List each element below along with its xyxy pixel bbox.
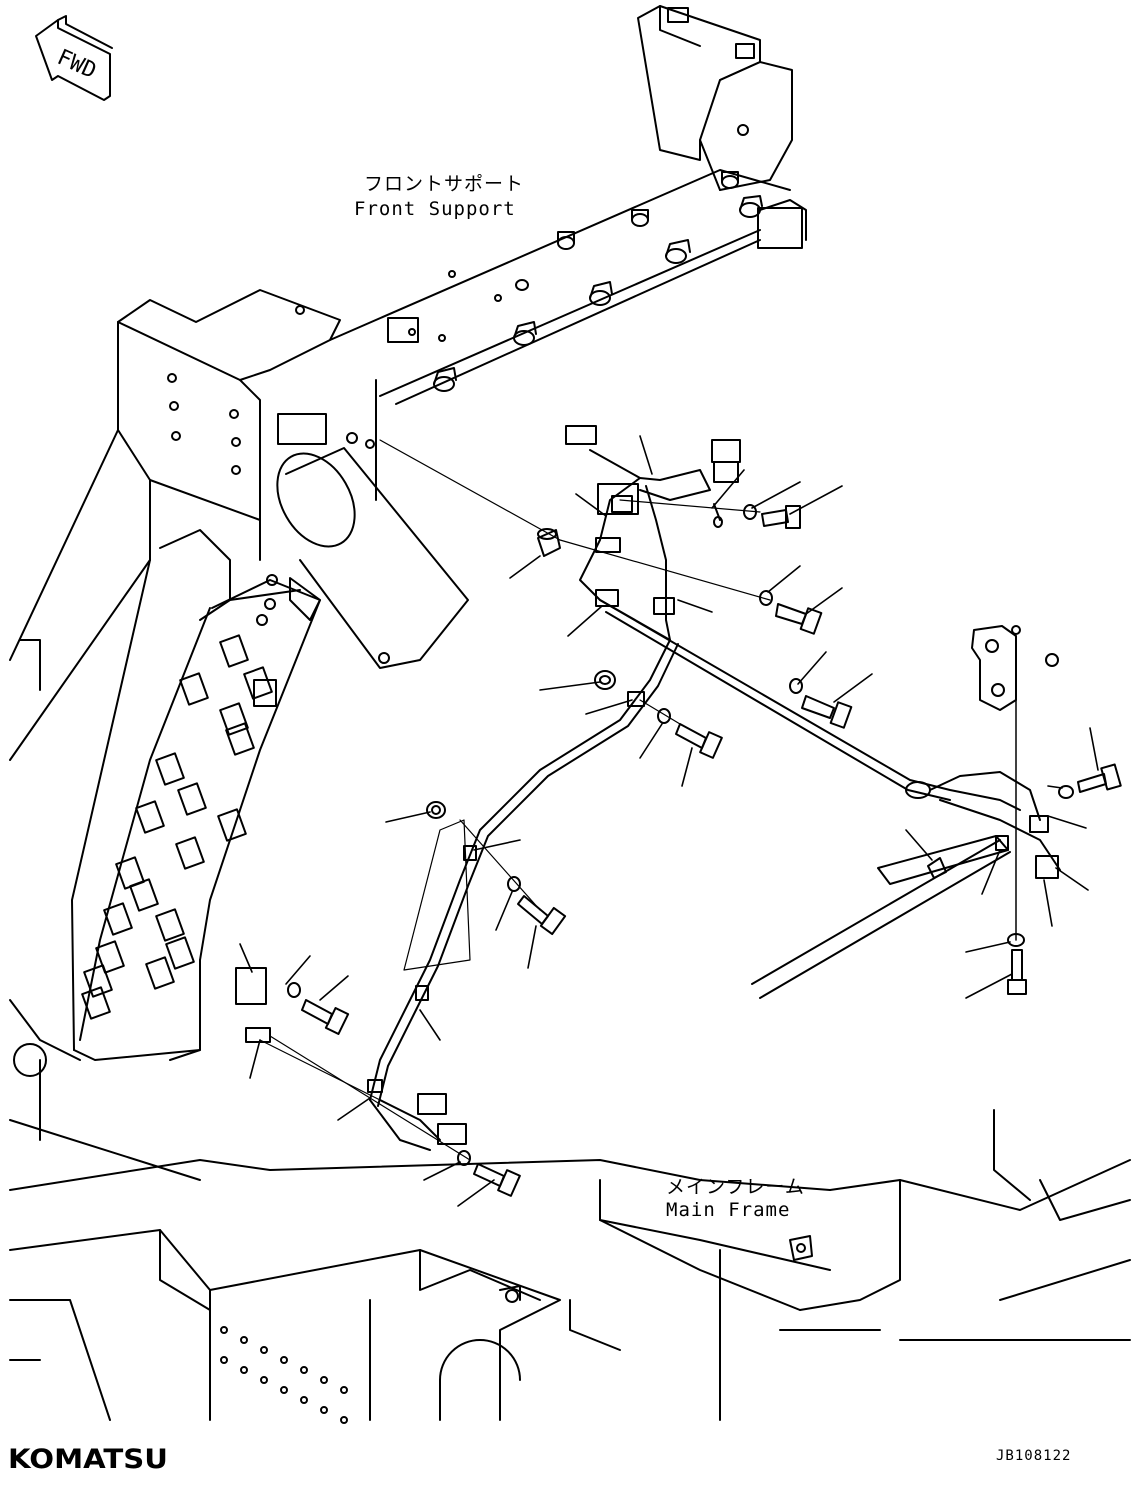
front-support-beam [117,169,791,561]
washers [287,504,1074,1166]
main-frame [9,1109,1131,1424]
front-support-bracket [637,5,807,249]
assembly-lines [259,439,771,1161]
connectors [417,425,741,1145]
fwd-arrow-icon: FWD [35,15,113,101]
spacers-nuts [426,528,1059,941]
left-column [9,429,321,1181]
beam-bosses [277,171,763,445]
cylinder [276,432,469,669]
leader-lines [239,435,1099,1207]
main-frame-label-en: Main Frame [666,1199,791,1221]
front-support-label-jp: フロントサポート [364,173,525,195]
front-support-label-en: Front Support [354,198,516,220]
column-bosses [81,574,321,1020]
clamps [235,495,1059,1093]
bolts [301,503,1122,1197]
main-frame-label-jp: メインフレーム [666,1176,805,1198]
drawing-code: JB108122 [996,1448,1072,1464]
wiring-harness [369,449,1061,1151]
komatsu-logo: KOMATSU [8,1444,168,1475]
